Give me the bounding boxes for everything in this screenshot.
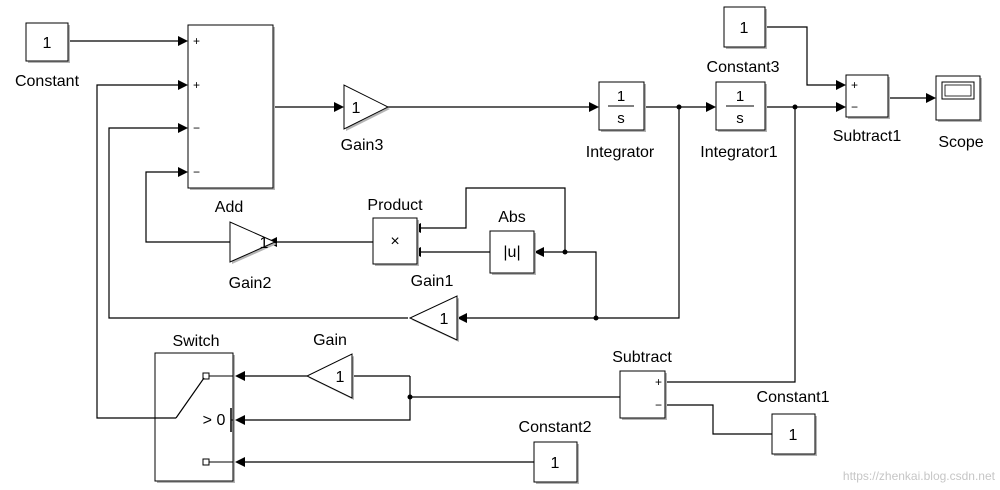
product-label: Product [367, 197, 423, 214]
constant-value: 1 [43, 35, 52, 52]
add-sign-2: + [193, 78, 200, 92]
integrator1-label: Integrator1 [700, 144, 777, 161]
gain2-label: Gain2 [229, 275, 272, 292]
switch-label: Switch [172, 333, 219, 350]
wire-constant1-to-subtract[interactable] [665, 404, 772, 435]
subtract-block[interactable]: + − Subtract [612, 349, 672, 420]
constant2-block[interactable]: 1 Constant2 [519, 419, 592, 484]
gain2-value: 1 [260, 235, 269, 252]
constant-block[interactable]: 1 Constant [15, 22, 80, 90]
branch-points [407, 104, 798, 400]
abs-block[interactable]: |u| Abs [489, 209, 536, 275]
subtract-sign-2: − [655, 398, 662, 412]
add-sign-3: − [193, 121, 200, 135]
wire-integrator-to-gain1[interactable] [465, 107, 680, 319]
integrator1-denominator: s [736, 110, 744, 127]
gain1-label: Gain1 [411, 273, 454, 290]
switch-port-3-icon [202, 458, 210, 466]
constant3-value: 1 [740, 20, 749, 37]
wire-constant3-to-subtract1[interactable] [765, 26, 838, 86]
gain1-block[interactable]: 1 Gain1 [408, 273, 459, 342]
gain2-block[interactable]: 1 Gain2 [229, 221, 277, 292]
product-symbol: × [390, 233, 399, 250]
watermark-text: https://zhenkai.blog.csdn.net [843, 469, 996, 483]
switch-criteria: > 0 [203, 412, 226, 429]
wire-integrator1-to-subtract[interactable] [665, 107, 796, 383]
abs-symbol: |u| [503, 244, 520, 261]
constant1-value: 1 [789, 427, 798, 444]
wire-branch-to-abs[interactable] [542, 251, 597, 318]
wire-gain1-to-add[interactable] [108, 127, 408, 319]
constant1-block[interactable]: 1 Constant1 [757, 389, 830, 456]
add-block[interactable]: + + − − Add [187, 24, 275, 216]
switch-block[interactable]: > 0 Switch [154, 333, 235, 483]
scope-label: Scope [938, 134, 983, 151]
wire-branch-to-product[interactable] [419, 187, 566, 252]
signal-wires [70, 26, 928, 463]
scope-block[interactable]: Scope [935, 75, 984, 151]
add-sign-1: + [193, 34, 200, 48]
product-block[interactable]: × Product [367, 197, 423, 266]
integrator1-numerator: 1 [736, 88, 744, 105]
subtract1-sign-2: − [851, 100, 858, 114]
integrator-numerator: 1 [617, 88, 625, 105]
subtract1-sign-1: + [851, 78, 858, 92]
subtract-sign-1: + [655, 375, 662, 389]
integrator1-block[interactable]: 1 s Integrator1 [700, 81, 778, 161]
gain-block[interactable]: 1 Gain [305, 332, 354, 400]
integrator-block[interactable]: 1 s Integrator [586, 81, 655, 161]
integrator-label: Integrator [586, 144, 655, 161]
wire-switch-to-add[interactable] [96, 84, 180, 419]
constant1-label: Constant1 [757, 389, 830, 406]
gain3-label: Gain3 [341, 137, 384, 154]
gain-label: Gain [313, 332, 347, 349]
subtract1-block[interactable]: + − Subtract1 [833, 74, 902, 145]
constant2-label: Constant2 [519, 419, 592, 436]
scope-screen-icon [941, 81, 975, 100]
gain1-value: 1 [440, 311, 449, 328]
integrator-denominator: s [617, 110, 625, 127]
gain3-value: 1 [352, 100, 361, 117]
constant3-label: Constant3 [707, 59, 780, 76]
subtract1-label: Subtract1 [833, 128, 902, 145]
wire-subtract-to-switch-control[interactable] [243, 376, 411, 421]
wire-gain2-to-add[interactable] [145, 171, 230, 243]
switch-contact-icon [175, 377, 205, 419]
gain3-block[interactable]: 1 Gain3 [341, 84, 390, 154]
subtract-label: Subtract [612, 349, 672, 366]
constant-label: Constant [15, 73, 80, 90]
add-label: Add [215, 199, 243, 216]
abs-label: Abs [498, 209, 526, 226]
constant2-value: 1 [551, 455, 560, 472]
constant3-block[interactable]: 1 Constant3 [707, 6, 780, 76]
add-sign-4: − [193, 165, 200, 179]
gain-value: 1 [336, 369, 345, 386]
